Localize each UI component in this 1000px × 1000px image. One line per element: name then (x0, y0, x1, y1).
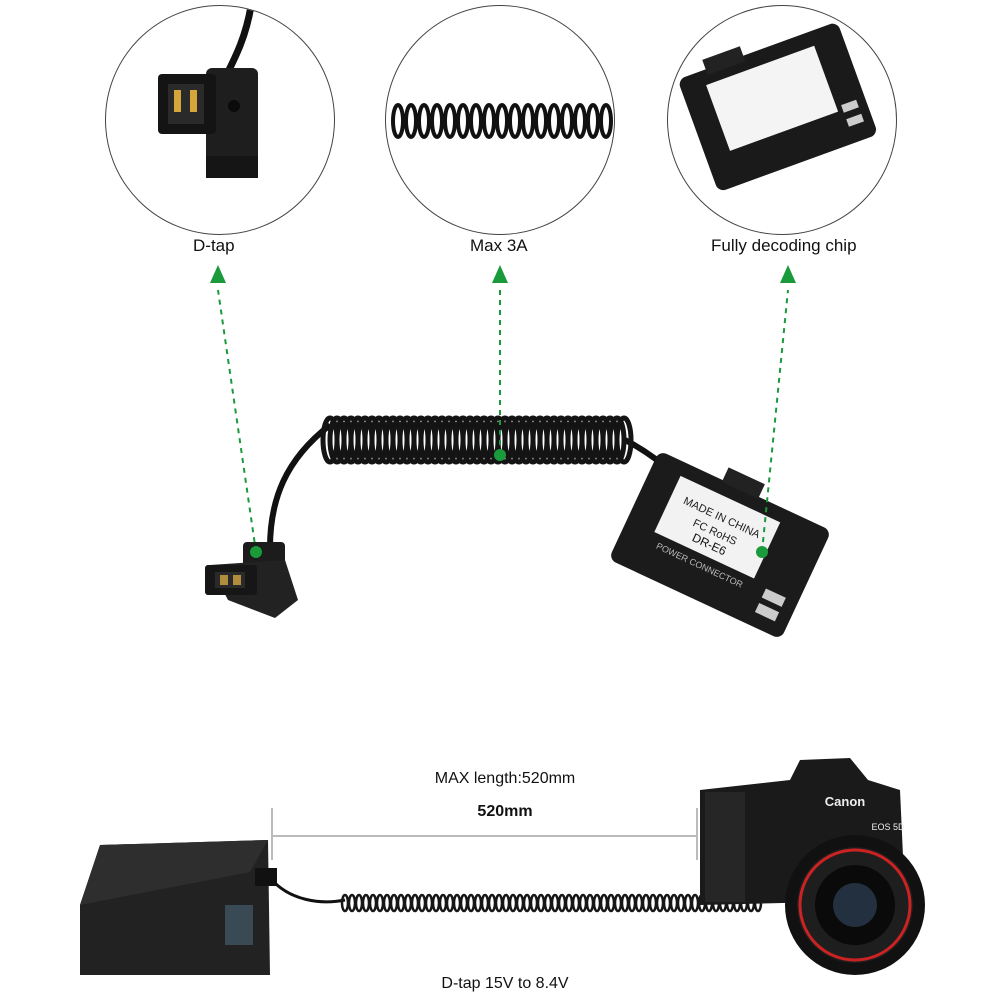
dtap-closeup-circle (105, 5, 335, 235)
coil-loop (424, 893, 434, 913)
coil-loop (578, 893, 588, 913)
coil-loop (515, 893, 525, 913)
coil-loop (690, 893, 700, 913)
coil-loop (521, 103, 535, 139)
length-value: 520mm (477, 803, 533, 820)
coil-loop (431, 893, 441, 913)
camera-brand: Canon (825, 794, 866, 809)
coil-loop (547, 103, 561, 139)
dummy-battery: MADE IN CHINA FC RoHS DR-E6 POWER CONNEC… (611, 453, 829, 637)
coil-loop (403, 893, 413, 913)
coil-loop (662, 893, 672, 913)
coil-loop (508, 103, 522, 139)
coil-loop (347, 893, 357, 913)
coil-loop (634, 893, 644, 913)
camera: Canon EOS 5D (700, 758, 925, 975)
coil-loop (480, 893, 490, 913)
coil-loop (522, 893, 532, 913)
coil-loop (536, 893, 546, 913)
coil-loop (445, 893, 455, 913)
coil-loop (417, 893, 427, 913)
coil-loop (340, 893, 350, 913)
dtap-point (250, 546, 262, 558)
coil-loop (560, 103, 574, 139)
coil-loop (613, 893, 623, 913)
voltage-caption: D-tap 15V to 8.4V (441, 975, 569, 992)
coil-loop (391, 103, 405, 139)
coil-loop (683, 893, 693, 913)
coil-loop (494, 893, 504, 913)
coil-loop (614, 415, 634, 465)
coil-loop (508, 893, 518, 913)
coil-loop (564, 893, 574, 913)
coil-loop (648, 893, 658, 913)
coil-loop (599, 893, 609, 913)
coil-loop (641, 893, 651, 913)
coil-loop (410, 893, 420, 913)
coil-loop (473, 893, 483, 913)
coil-loop (482, 103, 496, 139)
max-length-caption: MAX length:520mm (434, 770, 576, 787)
battery-closeup-circle (667, 5, 897, 235)
decoding-chip-label: Fully decoding chip (711, 236, 857, 255)
coil-loop (529, 893, 539, 913)
chip-point (756, 546, 768, 558)
coil-loop (396, 893, 406, 913)
dtap-plug-image (158, 6, 258, 178)
coil-loop (361, 893, 371, 913)
coil-loop (368, 893, 378, 913)
coil-loop (557, 893, 567, 913)
coil-loop (592, 893, 602, 913)
coil-loop (417, 103, 431, 139)
coil-loop (669, 893, 679, 913)
coil-loop (459, 893, 469, 913)
coil-loop (501, 893, 511, 913)
dtap-label: D-tap (193, 236, 235, 255)
coil-loop (571, 893, 581, 913)
coil-loop (354, 893, 364, 913)
camera-model-badge: EOS 5D (871, 822, 905, 832)
coil-loop (375, 893, 385, 913)
coil-loop (676, 893, 686, 913)
coil-image (391, 103, 613, 139)
coil-loop (456, 103, 470, 139)
coil-loop (550, 893, 560, 913)
coil-loop (495, 103, 509, 139)
chip-arrowhead (780, 265, 796, 283)
coil-loop (606, 893, 616, 913)
coil-loop (620, 893, 630, 913)
coil-loop (599, 103, 613, 139)
coil-loop (469, 103, 483, 139)
coil-loop (382, 893, 392, 913)
coil-loop (585, 893, 595, 913)
coil-loop (430, 103, 444, 139)
coil-loop (573, 103, 587, 139)
coil-loop (534, 103, 548, 139)
dimension-bar (271, 808, 698, 860)
coil-loop (627, 893, 637, 913)
dtap-arrowhead (210, 265, 226, 283)
max-current-label: Max 3A (470, 236, 528, 255)
coil-loop (443, 103, 457, 139)
coil-loop (389, 893, 399, 913)
coil-loop (607, 415, 627, 465)
dummy-battery-image (679, 23, 877, 191)
coil-loop (466, 893, 476, 913)
coil-loop (487, 893, 497, 913)
dtap-plug (205, 542, 298, 618)
vmount-battery (80, 840, 277, 975)
coil-loop (404, 103, 418, 139)
coil-loop (655, 893, 665, 913)
current-point (494, 449, 506, 461)
coil-loop (543, 893, 553, 913)
coil-loop (586, 103, 600, 139)
coil-closeup-circle (385, 5, 615, 235)
current-arrowhead (492, 265, 508, 283)
coil-loop (438, 893, 448, 913)
coil-loop (452, 893, 462, 913)
